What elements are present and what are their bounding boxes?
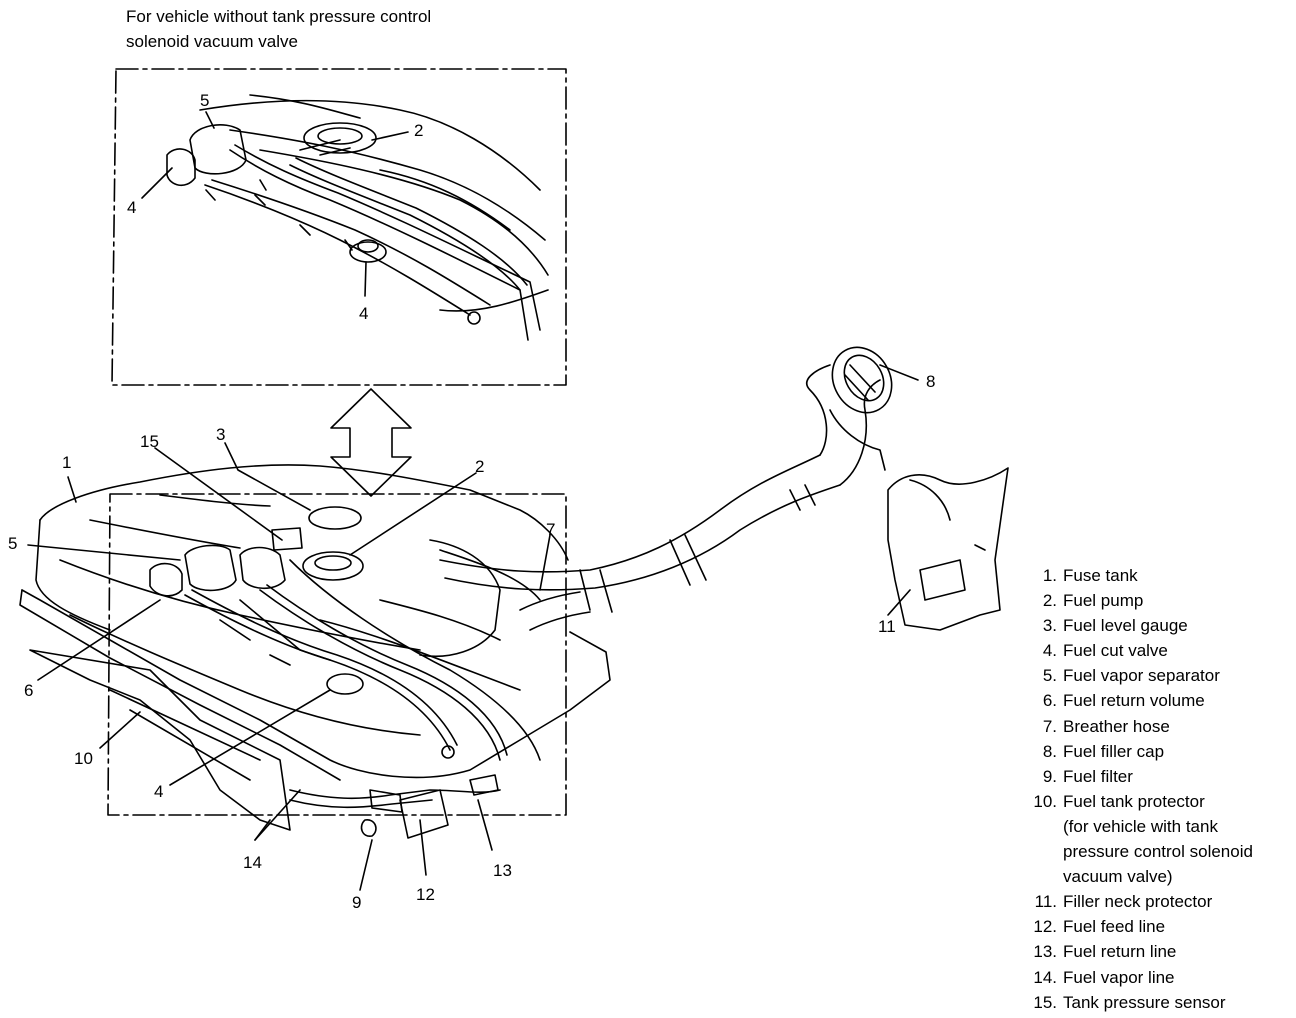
main-tank-drawing — [19, 346, 1009, 839]
legend-item: 6. Fuel return volume — [1022, 688, 1253, 713]
legend-label: Fuel level gauge — [1063, 616, 1188, 636]
legend-item: 15. Tank pressure sensor — [1022, 990, 1253, 1015]
callout-7: 7 — [546, 520, 555, 539]
legend-number: 4. — [1042, 641, 1057, 661]
legend-label: Fuel return volume — [1063, 691, 1205, 711]
legend-label: Fuel vapor separator — [1063, 666, 1220, 686]
legend-label: Fuel tank protector — [1063, 791, 1205, 811]
main-frame — [107, 493, 567, 816]
legend-number: 2. — [1042, 591, 1057, 611]
legend-item: 4. Fuel cut valve — [1022, 638, 1253, 663]
legend-item: 14. Fuel vapor line — [1022, 965, 1253, 990]
legend-number: 5. — [1042, 666, 1057, 686]
legend-label: Fuel vapor line — [1063, 967, 1175, 987]
inset-tank-drawing — [166, 94, 549, 341]
legend-label: Fuel filter — [1063, 766, 1133, 786]
legend-item: 12. Fuel feed line — [1022, 914, 1253, 939]
legend-number: 7. — [1042, 716, 1057, 736]
legend-label: Fuel cut valve — [1063, 641, 1168, 661]
legend-number — [1022, 839, 1063, 864]
legend-number: 11. — [1034, 892, 1057, 912]
legend-item: 2. Fuel pump — [1022, 588, 1253, 613]
callout-10: 10 — [74, 749, 93, 768]
inset-callout-5: 5 — [200, 91, 209, 110]
legend-label: Fuel pump — [1063, 591, 1144, 611]
legend-number: 12. — [1033, 917, 1057, 937]
callout-3: 3 — [216, 425, 225, 444]
callout-14: 14 — [243, 853, 262, 872]
inset-callout-2: 2 — [414, 121, 423, 140]
legend-item: (for vehicle with tank — [1022, 814, 1253, 839]
legend-item: pressure control solenoid — [1022, 839, 1253, 864]
legend-number: 8. — [1042, 741, 1057, 761]
legend-label: pressure control solenoid — [1063, 842, 1253, 862]
legend-item: 1. Fuse tank — [1022, 563, 1253, 588]
legend-item: 5. Fuel vapor separator — [1022, 663, 1253, 688]
callout-9: 9 — [352, 893, 361, 912]
legend-number: 9. — [1042, 766, 1057, 786]
inset-caption: For vehicle without tank pressure contro… — [126, 4, 431, 54]
callout-2: 2 — [475, 457, 484, 476]
inset-leader-lines — [141, 111, 409, 297]
legend-number — [1022, 864, 1063, 889]
callout-12: 12 — [416, 885, 435, 904]
legend-item: vacuum valve) — [1022, 864, 1253, 889]
legend-number: 3. — [1042, 616, 1057, 636]
callout-5: 5 — [8, 534, 17, 553]
legend-item: 13. Fuel return line — [1022, 939, 1253, 964]
legend-item: 7. Breather hose — [1022, 714, 1253, 739]
legend-label: (for vehicle with tank — [1063, 816, 1218, 836]
callout-4: 4 — [154, 782, 163, 801]
inset-callout-4-bottom: 4 — [359, 304, 368, 323]
callout-1: 1 — [62, 453, 71, 472]
legend-label: Tank pressure sensor — [1063, 992, 1226, 1012]
legend-item: 10. Fuel tank protector — [1022, 789, 1253, 814]
main-leader-lines — [27, 364, 919, 891]
legend-item: 8. Fuel filler cap — [1022, 739, 1253, 764]
double-arrow — [330, 388, 412, 497]
legend-number: 10. — [1033, 791, 1057, 811]
legend-label: Fuel return line — [1063, 942, 1177, 962]
legend-label: Filler neck protector — [1063, 892, 1213, 912]
legend-number: 6. — [1042, 691, 1057, 711]
legend-item: 11. Filler neck protector — [1022, 889, 1253, 914]
legend-number — [1022, 814, 1063, 839]
callout-11: 11 — [878, 617, 896, 636]
legend-label: Fuse tank — [1063, 566, 1138, 585]
legend-label: Fuel feed line — [1063, 917, 1166, 937]
legend-number: 13. — [1033, 942, 1057, 962]
parts-legend: 1. Fuse tank 2. Fuel pump 3. Fuel level gauge… — [1022, 563, 1253, 1015]
legend-number: 1. — [1042, 566, 1057, 585]
inset-frame — [111, 68, 567, 386]
legend-label: Breather hose — [1063, 716, 1170, 736]
legend-label: Fuel filler cap — [1063, 741, 1165, 761]
callout-6: 6 — [24, 681, 33, 700]
callout-15: 15 — [140, 432, 159, 451]
caption-line-1: For vehicle without tank pressure contro… — [126, 7, 432, 26]
legend-item: 3. Fuel level gauge — [1022, 613, 1253, 638]
legend-number: 14. — [1033, 967, 1057, 987]
legend-label: vacuum valve) — [1063, 867, 1173, 887]
caption-line-2: solenoid vacuum valve — [126, 32, 298, 51]
legend-number: 15. — [1033, 992, 1057, 1012]
legend-item: 9. Fuel filter — [1022, 764, 1253, 789]
inset-callout-4-left: 4 — [127, 198, 136, 217]
callout-13: 13 — [493, 861, 512, 880]
callout-8: 8 — [926, 372, 935, 391]
